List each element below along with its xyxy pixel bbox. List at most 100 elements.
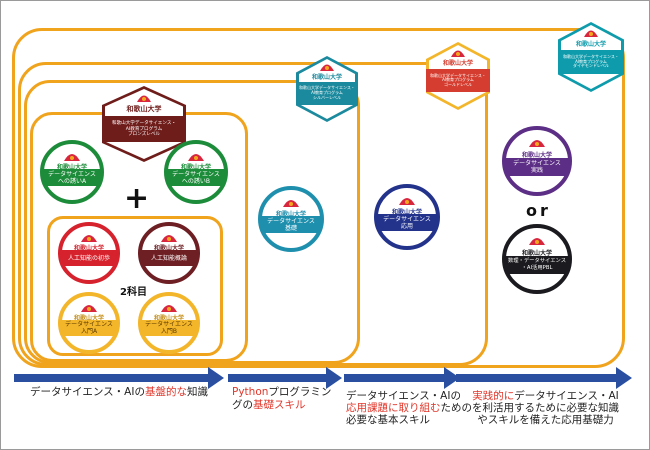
course-line2: ・AI活用PBL [521, 265, 553, 272]
arrow-2-bar [228, 374, 328, 382]
course-line2: 応用 [400, 222, 413, 230]
university-logo-icon [188, 153, 204, 161]
course-badge-intro-b: 和歌山大学 データサイエンスへの誘いB [164, 140, 228, 204]
course-line1: データサイエンス [145, 321, 193, 329]
caption-emphasis: 実践的に [472, 390, 515, 402]
badge-line3: ゴールドレベル [443, 82, 472, 88]
course-badge-ds-basic: 和歌山大学 データサイエンス基礎 [258, 186, 324, 252]
caption-text: グの [232, 399, 253, 411]
two-subjects-label: 2科目 [120, 287, 147, 298]
arrow-4-head [616, 367, 632, 389]
arrow-1-head [208, 367, 224, 389]
course-band: データサイエンス応用 [378, 214, 436, 232]
caption-text: ための [440, 402, 473, 414]
arrow-2-head [326, 367, 342, 389]
arrow-3-head [444, 367, 460, 389]
caption-emphasis: 基礎スキル [253, 399, 306, 411]
university-logo-icon [584, 30, 598, 38]
course-badge-ds-intro-b: 和歌山大学 データサイエンス入門B [138, 292, 200, 354]
course-line1: データサイエンス [513, 160, 561, 168]
badge-line3: ブロンズレベル [127, 132, 161, 137]
caption-text: データサイエンス・AI [514, 390, 619, 402]
silver-level-badge: 和歌山大学 和歌山大学データサイエンス・AI教育プログラムシルバーレベル [296, 56, 358, 122]
gold-level-badge: 和歌山大学 和歌山大学データサイエンス・AI教育プログラムゴールドレベル [426, 42, 490, 110]
course-line1: データサイエンス [267, 217, 315, 225]
course-university: 和歌山大学 [391, 208, 422, 216]
course-line2: 入門A [80, 328, 98, 336]
university-logo-icon [161, 235, 177, 243]
caption-text: やスキルを備えた応用基礎力 [477, 414, 614, 426]
university-logo-icon [137, 95, 151, 102]
arrow-3-bar [344, 374, 446, 382]
badge-line3: シルバーレベル [312, 95, 341, 100]
university-logo-icon [64, 153, 80, 161]
university-logo-icon [529, 140, 545, 148]
badge-university: 和歌山大学 [311, 73, 342, 81]
university-logo-icon [320, 64, 334, 71]
university-logo-icon [161, 305, 177, 313]
course-badge-ds-applied: 和歌山大学 データサイエンス応用 [374, 184, 440, 250]
badge-ribbon: 和歌山大学データサイエンス・AI教育プログラムシルバーレベル [296, 82, 358, 105]
course-badge-ds-practice: 和歌山大学 データサイエンス実践 [502, 126, 572, 196]
course-band: データサイエンス入門B [142, 320, 196, 337]
course-university: 和歌山大学 [73, 245, 104, 253]
course-line1: データサイエンス [383, 215, 431, 223]
university-logo-icon [81, 305, 97, 313]
two-subject-box [47, 216, 223, 356]
course-university: 和歌山大学 [153, 315, 184, 323]
badge-ribbon: 和歌山大学データサイエンス・AI教育プログラムブロンズレベル [102, 116, 186, 143]
university-logo-icon [451, 50, 465, 58]
university-logo-icon [529, 238, 545, 246]
diamond-level-badge: 和歌山大学 和歌山大学データサイエンス・AI教育プログラムダイヤモンドレベル [558, 22, 624, 92]
course-university: 和歌山大学 [73, 315, 104, 323]
course-university: 和歌山大学 [521, 249, 552, 257]
badge-line1: 和歌山大学データサイエンス・ [111, 121, 177, 127]
gold-level-box [18, 62, 488, 366]
caption-text: を利活用するために必要な知識 [472, 402, 619, 414]
course-band: データサイエンス入門A [62, 320, 116, 337]
course-university: 和歌山大学 [521, 151, 552, 159]
silver-level-box [24, 80, 360, 364]
caption-text: データサイエンス・AIの [30, 386, 145, 398]
course-line2: への誘いB [181, 177, 211, 185]
caption-text: 知識 [186, 386, 208, 398]
course-line1: 人工知能概論 [150, 254, 187, 262]
caption-text: データサイエンス・AIの [346, 390, 461, 402]
badge-line2: AI教育プログラム [575, 58, 607, 64]
or-label: or [526, 201, 551, 220]
course-band: 人工知能の初歩 [62, 250, 116, 267]
badge-ribbon: 和歌山大学データサイエンス・AI教育プログラムゴールドレベル [426, 69, 490, 93]
course-line1: データサイエンス [48, 170, 96, 178]
course-university: 和歌山大学 [180, 163, 211, 171]
caption-text: 必要な基本スキル [346, 414, 430, 426]
caption-text: プログラミン [268, 386, 332, 398]
course-badge-ds-intro-a: 和歌山大学 データサイエンス入門A [58, 292, 120, 354]
badge-university: 和歌山大学 [126, 105, 162, 114]
course-line1: 人工知能の初歩 [67, 254, 110, 262]
badge-line3: ダイヤモンドレベル [573, 63, 609, 69]
badge-line2: AI教育プログラム [125, 126, 163, 132]
course-band: データサイエンスへの誘いA [44, 169, 100, 186]
badge-line2: AI教育プログラム [311, 90, 343, 96]
diamond-level-box [12, 28, 625, 368]
caption-emphasis: Python [232, 386, 269, 398]
course-university: 和歌山大学 [153, 245, 184, 253]
course-line2: 実践 [530, 167, 543, 175]
arrow-4-bar [456, 374, 618, 382]
badge-line1: 和歌山大学データサイエンス・ [299, 85, 355, 91]
arrow-1-bar [14, 374, 210, 382]
badge-line1: 和歌山大学データサイエンス・ [430, 72, 486, 78]
course-line1: データサイエンス [65, 321, 113, 329]
course-band: 数理・データサイエンス・AI活用PBL [506, 255, 568, 275]
university-logo-icon [283, 199, 299, 207]
course-university: 和歌山大学 [275, 210, 306, 218]
course-band: データサイエンスへの誘いB [168, 169, 224, 186]
caption-emphasis: 基盤的な [144, 386, 187, 398]
caption-applied: データサイエンス・AIの応用課題に取り組むための必要な基本スキル [346, 390, 472, 426]
course-badge-ai-overview: 和歌山大学 人工知能概論 [138, 222, 200, 284]
badge-line2: AI教育プログラム [442, 77, 474, 83]
caption-python: Pythonプログラミングの基礎スキル [232, 386, 331, 412]
course-band: 人工知能概論 [142, 250, 196, 267]
badge-university: 和歌山大学 [575, 40, 606, 48]
